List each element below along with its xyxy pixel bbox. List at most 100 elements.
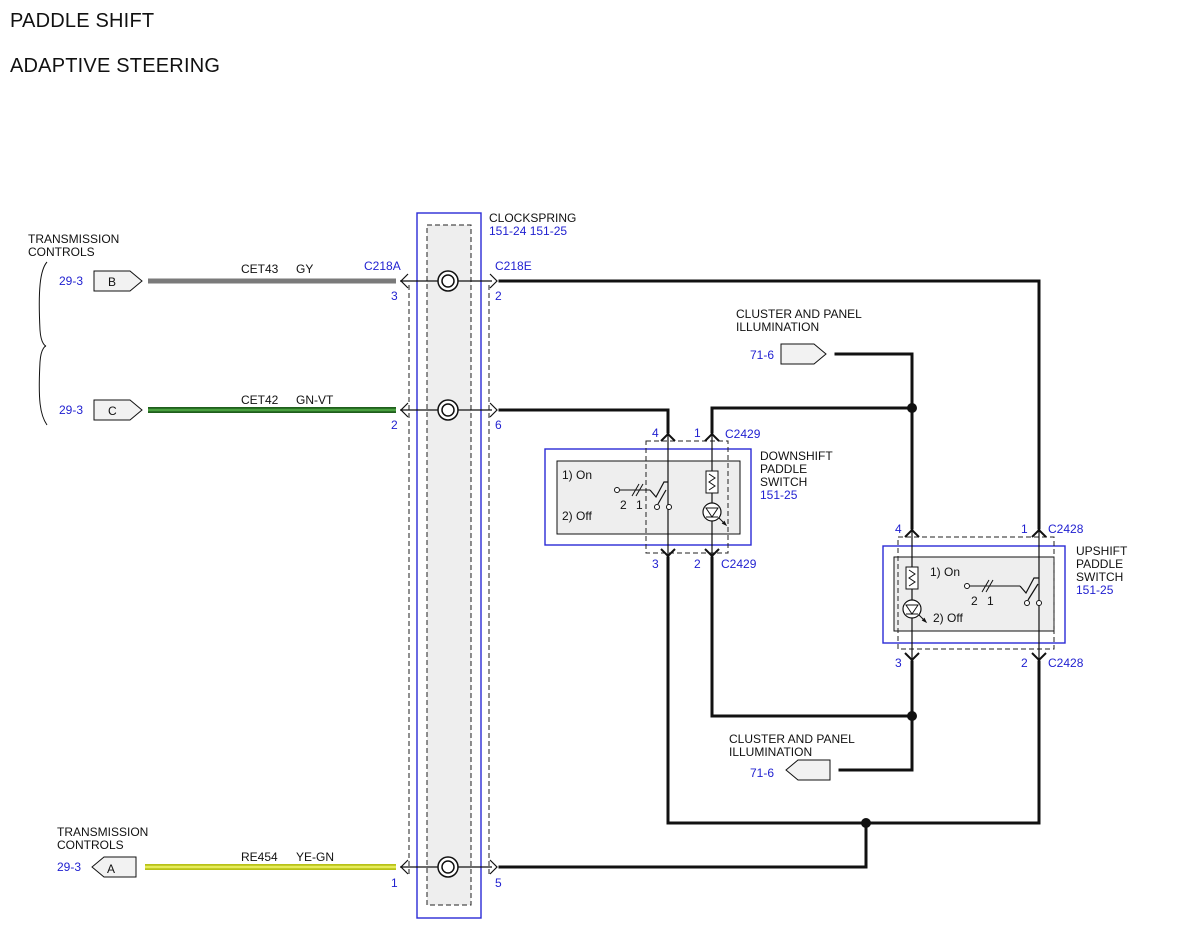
illumination-top: CLUSTER AND PANEL ILLUMINATION 71-6 <box>736 307 862 365</box>
downshift-label-3: SWITCH <box>760 475 807 489</box>
pin-left-3: 3 <box>391 289 398 303</box>
wire-clockspring-to-downshift-4 <box>498 408 670 434</box>
page-title: PADDLE SHIFT <box>10 10 155 32</box>
downshift-chevron-1 <box>704 432 720 442</box>
downshift-resistor-icon <box>705 470 719 494</box>
upshift-contact-icon <box>964 577 1042 606</box>
chevron-right-3 <box>489 859 498 875</box>
downshift-connector-dash <box>645 440 729 554</box>
pin-right-5: 5 <box>495 876 502 890</box>
upshift-pin-2: 2 <box>1021 656 1028 670</box>
downshift-label-2: PADDLE <box>760 462 807 476</box>
clockspring-outline <box>416 212 482 919</box>
downshift-switch: 1) On 2) Off 2 1 4 1 C2429 3 2 C2429 DO <box>544 426 833 571</box>
transmission-controls-top: TRANSMISSION CONTROLS 29-3 29-3 B C <box>28 232 143 426</box>
ref-29-3-a: 29-3 <box>57 860 81 874</box>
downshift-contact-1: 1 <box>636 498 643 512</box>
terminal-a: A <box>107 862 115 876</box>
downshift-pin-2: 2 <box>694 557 701 571</box>
terminal-b: B <box>108 275 116 289</box>
upshift-connector-top: C2428 <box>1048 522 1084 536</box>
wire-cet42-circuit: CET42 <box>241 393 279 407</box>
terminal-c: C <box>108 404 117 418</box>
wire-switch-ground-loop <box>666 556 1041 825</box>
clockspring-name: CLOCKSPRING <box>489 211 576 225</box>
terminal-a-icon <box>91 856 137 878</box>
clockspring-refs: 151-24 151-25 <box>489 224 567 238</box>
downshift-label-1: DOWNSHIFT <box>760 449 833 463</box>
clockspring-ring-1 <box>437 270 459 292</box>
pin-left-2: 2 <box>391 418 398 432</box>
wire-splice-to-downshift-1 <box>710 406 914 434</box>
illumination-bottom-ref: 71-6 <box>750 766 774 780</box>
pin-right-6: 6 <box>495 418 502 432</box>
clockspring: CLOCKSPRING 151-24 151-25 C218A C218E 3 … <box>364 211 576 919</box>
upshift-chevron-3 <box>904 652 920 662</box>
upshift-chevron-1 <box>1031 528 1047 538</box>
upshift-contact-2: 2 <box>971 594 978 608</box>
upshift-pos-off: 2) Off <box>933 611 963 625</box>
illumination-top-label-1: CLUSTER AND PANEL <box>736 307 862 321</box>
ref-29-3-c: 29-3 <box>59 403 83 417</box>
upshift-led-icon <box>902 599 928 624</box>
transmission-controls-bottom-label-2: CONTROLS <box>57 838 124 852</box>
downshift-ref: 151-25 <box>760 488 798 502</box>
downshift-pin-1: 1 <box>694 426 701 440</box>
upshift-body <box>893 556 1055 632</box>
wire-cet42-color: GN-VT <box>296 393 334 407</box>
downshift-contact-2: 2 <box>620 498 627 512</box>
clockspring-ring-2 <box>437 399 459 421</box>
splice-illum-top <box>907 403 917 413</box>
wire-upshift-3-to-illum <box>838 660 914 772</box>
chevron-right-1 <box>489 273 498 289</box>
wire-cet43-color: GY <box>296 262 313 276</box>
transmission-controls-bottom-label-1: TRANSMISSION <box>57 825 148 839</box>
upshift-pos-on: 1) On <box>930 565 960 579</box>
clockspring-left-connector: C218A <box>364 259 401 273</box>
downshift-connector-top: C2429 <box>725 427 761 441</box>
downshift-chevron-2 <box>704 548 720 558</box>
wire-re454-circuit: RE454 <box>241 850 278 864</box>
illumination-top-ref: 71-6 <box>750 348 774 362</box>
pin-right-2: 2 <box>495 289 502 303</box>
clockspring-ring-3 <box>437 856 459 878</box>
wire-re454: RE454 YE-GN <box>145 850 396 870</box>
upshift-contact-1: 1 <box>987 594 994 608</box>
wire-cet43-circuit: CET43 <box>241 262 279 276</box>
upshift-label-3: SWITCH <box>1076 570 1123 584</box>
downshift-pos-on: 1) On <box>562 468 592 482</box>
illumination-top-terminal-icon <box>780 343 827 365</box>
splice-ground <box>861 818 871 828</box>
clockspring-body <box>426 224 472 906</box>
upshift-pin-3: 3 <box>895 656 902 670</box>
wire-clockspring-to-upshift-1 <box>498 279 1041 530</box>
ref-29-3-b: 29-3 <box>59 274 83 288</box>
transmission-controls-label-2: CONTROLS <box>28 245 95 259</box>
upshift-pin-1: 1 <box>1021 522 1028 536</box>
downshift-pin-3: 3 <box>652 557 659 571</box>
upshift-label-1: UPSHIFT <box>1076 544 1128 558</box>
downshift-chevron-4 <box>660 432 676 442</box>
pin-left-1: 1 <box>391 876 398 890</box>
upshift-outline <box>882 545 1066 644</box>
illumination-bottom: CLUSTER AND PANEL ILLUMINATION 71-6 <box>729 732 855 781</box>
upshift-ref: 151-25 <box>1076 583 1114 597</box>
illumination-bottom-label-1: CLUSTER AND PANEL <box>729 732 855 746</box>
terminal-b-icon <box>93 270 143 292</box>
wire-downshift-2-to-splice <box>710 556 914 718</box>
brace-icon <box>38 261 48 426</box>
upshift-chevron-2 <box>1031 652 1047 662</box>
transmission-controls-label-1: TRANSMISSION <box>28 232 119 246</box>
upshift-label-2: PADDLE <box>1076 557 1123 571</box>
chevron-left-3 <box>400 859 409 875</box>
illumination-bottom-terminal-icon <box>785 759 831 781</box>
chevron-right-2 <box>489 402 498 418</box>
page-subtitle: ADAPTIVE STEERING <box>10 55 221 77</box>
downshift-pos-off: 2) Off <box>562 509 592 523</box>
upshift-switch: 1) On 2) Off 2 1 4 1 C2428 3 2 C2428 UPS… <box>882 522 1128 670</box>
splice-illum-bottom <box>907 711 917 721</box>
wire-cet42: CET42 GN-VT <box>148 393 396 413</box>
black-wires <box>498 279 1041 869</box>
terminal-c-icon <box>93 399 143 421</box>
